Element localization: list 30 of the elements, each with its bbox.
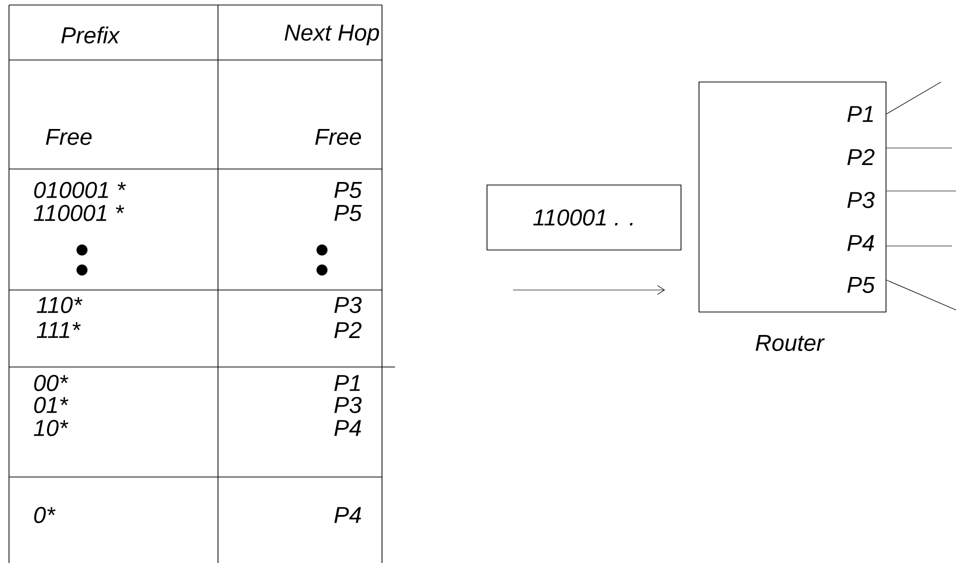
port-line: [886, 280, 956, 310]
port-line: [886, 82, 942, 114]
table-cell-text: 111*: [36, 322, 81, 338]
port-label: P5: [847, 276, 875, 294]
table-cell-text: Next Hop: [284, 24, 380, 46]
table-cell-text: 110*: [36, 296, 82, 314]
port-label: P2: [847, 148, 874, 166]
table-cell-text: Prefix: [61, 26, 120, 44]
port-label: P4: [847, 235, 874, 251]
table-cell-text: 00*: [34, 374, 68, 392]
table-cell-text: P3: [334, 296, 362, 314]
table-cell-text: P3: [334, 396, 362, 414]
table-cell-text: 0*: [34, 506, 56, 524]
router-caption: Router: [756, 334, 825, 352]
table-cell-text: Free: [315, 128, 361, 146]
table-cell-text: 10*: [34, 420, 68, 436]
port-label: P3: [847, 192, 875, 208]
table-cell-text: P1: [334, 375, 360, 391]
table-cell-text: 01*: [34, 396, 68, 414]
table-cell-text: 110001 *: [34, 204, 124, 222]
table-cell-text: P5: [334, 182, 362, 198]
table-cell-text: P5: [334, 204, 362, 222]
packet-box: 110001 . .: [486, 184, 682, 250]
port-label: P1: [847, 106, 873, 122]
table-cell-text: P4: [334, 420, 361, 436]
table-cell-text: P4: [334, 507, 361, 523]
table-cell-text: Free: [46, 128, 92, 146]
table-cell-text: 010001 *: [34, 182, 126, 198]
table-cell-text: P2: [334, 322, 362, 338]
port-line: [886, 190, 956, 192]
